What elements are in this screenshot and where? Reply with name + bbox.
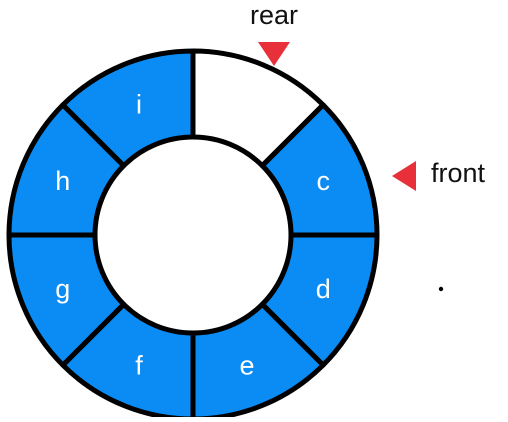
rear-label: rear [250,0,299,30]
queue-slot-label-e: e [239,350,254,380]
queue-slot-label-g: g [55,274,70,304]
front-label: front [431,158,486,188]
queue-slot-label-i: i [136,90,142,120]
queue-slot-7 [60,48,196,169]
queue-slot-label-c: c [317,166,331,196]
queue-slot-label-f: f [135,350,143,380]
queue-slot-label-h: h [55,166,70,196]
rear-pointer-arrow-icon [258,42,290,66]
front-pointer-arrow-icon [392,161,416,191]
stray-dot [438,286,444,292]
queue-slot-label-d: d [316,274,331,304]
